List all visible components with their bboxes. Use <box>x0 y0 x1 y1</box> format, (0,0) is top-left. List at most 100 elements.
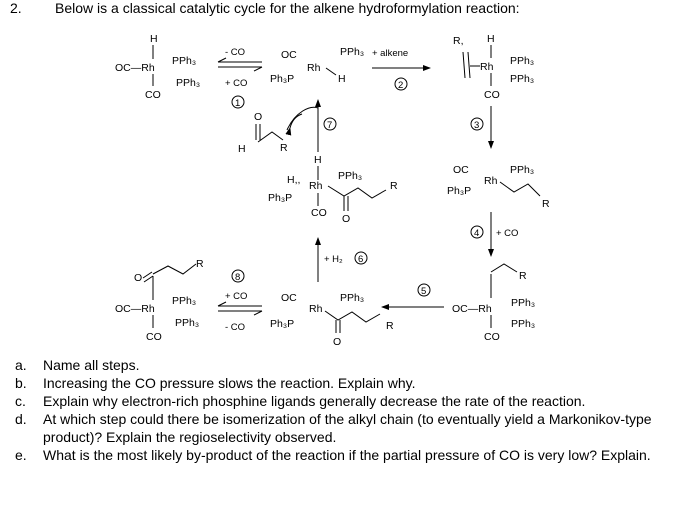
co-label: CO <box>145 89 161 101</box>
step-number-1: 1 <box>235 98 240 109</box>
complex-acyl-dihydride: H H,, PPh₃ Rh Ph₃P CO O R <box>268 154 398 225</box>
question-letter: b. <box>15 375 27 391</box>
oc-label: OC <box>281 292 297 304</box>
minus-co-label: - CO <box>225 322 245 333</box>
r-substituent-label: R <box>390 180 398 192</box>
pph3-label: PPh₃ <box>511 297 535 309</box>
pph3-label: PPh₃ <box>510 55 534 67</box>
complex-acyl: OC PPh₃ Rh Ph₃P O R <box>270 292 394 348</box>
complex-alkyl-co: R OC—Rh PPh₃ PPh₃ CO <box>452 263 535 343</box>
step-8-equilibrium: 8 + CO - CO <box>217 269 263 333</box>
complex-hrh-co-pph3-2: H OC—Rh PPh₃ PPh₃ CO <box>115 33 200 101</box>
pph3-label: PPh₃ <box>510 73 534 85</box>
catalytic-cycle-scheme: H OC—Rh PPh₃ PPh₃ CO - CO + CO 1 OC PPh₃… <box>115 33 550 348</box>
question-text: Explain why electron-rich phosphine liga… <box>43 393 586 409</box>
question-letter: a. <box>15 357 27 373</box>
question-item: d. At which step could there be isomeriz… <box>15 410 675 446</box>
pph3-label: PPh₃ <box>340 46 364 58</box>
rh-label: Rh <box>480 61 494 73</box>
hydride-label: H <box>338 73 346 85</box>
oxygen-label: O <box>134 272 142 284</box>
pph3-label: PPh₃ <box>340 292 364 304</box>
step-6-arrow: + H₂ 6 <box>315 237 368 282</box>
plus-co-label: + CO <box>225 291 247 302</box>
oxygen-label: O <box>254 111 262 123</box>
step-1-equilibrium: - CO + CO 1 <box>217 47 263 109</box>
rh-label: Rh <box>484 175 498 187</box>
question-title: Below is a classical catalytic cycle for… <box>55 0 520 16</box>
step-number-6: 6 <box>358 254 363 265</box>
r-substituent-label: R <box>386 320 394 332</box>
oc-rh-label: OC—Rh <box>115 62 155 74</box>
question-text: Name all steps. <box>43 357 140 373</box>
r-substituent-label: R, <box>453 35 464 47</box>
question-number: 2. <box>10 0 22 16</box>
co-label: CO <box>146 331 162 343</box>
pph3-label: PPh₃ <box>175 317 199 329</box>
pph3-label: PPh₃ <box>172 295 196 307</box>
plus-h2-label: + H₂ <box>324 254 343 265</box>
step-3-arrow: 3 <box>470 106 494 149</box>
pph3-label: PPh₃ <box>176 77 200 89</box>
complex-acyl-co: O R OC—Rh PPh₃ PPh₃ CO <box>115 258 204 343</box>
pph3-label: PPh₃ <box>510 164 534 176</box>
pph3-label: PPh₃ <box>511 318 535 330</box>
co-label: CO <box>311 207 327 219</box>
step-number-8: 8 <box>235 272 240 283</box>
question-letter: e. <box>15 447 27 463</box>
step-number-7: 7 <box>327 120 332 131</box>
oc-rh-label: OC—Rh <box>115 303 155 315</box>
plus-alkene-label: + alkene <box>372 48 408 59</box>
r-substituent-label: R <box>519 270 527 282</box>
complex-alkyl: OC PPh₃ Rh Ph₃P R <box>447 164 550 210</box>
hydride-label: H <box>150 33 158 45</box>
step-number-5: 5 <box>421 286 426 297</box>
step-4-arrow: 4 + CO <box>470 212 518 257</box>
aldehyde-product: O H R <box>238 106 319 155</box>
step-number-3: 3 <box>474 120 479 131</box>
co-label: CO <box>484 331 500 343</box>
hydride-label: H <box>487 33 495 45</box>
question-letter: d. <box>15 411 27 427</box>
question-text: At which step could there be isomerizati… <box>43 411 652 445</box>
step-number-4: 4 <box>474 228 479 239</box>
r-substituent-label: R <box>542 198 550 210</box>
question-text: Increasing the CO pressure slows the rea… <box>43 375 416 391</box>
rh-label: Rh <box>307 62 321 74</box>
complex-16e-hydride: OC PPh₃ Rh Ph₃P H <box>270 46 364 85</box>
minus-co-label: - CO <box>225 47 245 58</box>
hydride-label: H <box>238 143 246 155</box>
ph3p-label: Ph₃P <box>447 185 471 197</box>
r-substituent-label: R <box>280 142 288 154</box>
question-item: b. Increasing the CO pressure slows the … <box>15 374 675 392</box>
hydride-label: H,, <box>287 174 300 186</box>
oxygen-label: O <box>342 213 350 225</box>
hydride-label: H <box>314 154 322 166</box>
step-number-2: 2 <box>398 80 403 91</box>
oc-label: OC <box>281 49 297 61</box>
pph3-label: PPh₃ <box>338 170 362 182</box>
co-label: CO <box>484 89 500 101</box>
oxygen-label: O <box>333 336 341 348</box>
complex-alkene-bound: R, H Rh PPh₃ PPh₃ CO <box>453 33 534 101</box>
oc-label: OC <box>453 164 469 176</box>
rh-label: Rh <box>309 180 323 192</box>
plus-co-label: + CO <box>225 78 247 89</box>
question-item: c. Explain why electron-rich phosphine l… <box>15 392 675 410</box>
ph3p-label: Ph₃P <box>268 192 292 204</box>
plus-co-label: + CO <box>496 228 518 239</box>
question-item: e. What is the most likely by-product of… <box>15 446 675 464</box>
question-letter: c. <box>15 393 26 409</box>
question-item: a. Name all steps. <box>15 356 675 374</box>
question-text: What is the most likely by-product of th… <box>43 447 651 463</box>
pph3-label: PPh₃ <box>172 55 196 67</box>
ph3p-label: Ph₃P <box>270 318 294 330</box>
ph3p-label: Ph₃P <box>270 73 294 85</box>
question-list: a. Name all steps. b. Increasing the CO … <box>15 356 675 464</box>
rh-label: Rh <box>309 303 323 315</box>
step-7-arrow: 7 <box>315 99 337 152</box>
step-5-arrow: 5 <box>381 283 444 310</box>
oc-rh-label: OC—Rh <box>452 303 492 315</box>
r-substituent-label: R <box>196 258 204 270</box>
step-2-arrow: + alkene 2 <box>372 48 431 91</box>
